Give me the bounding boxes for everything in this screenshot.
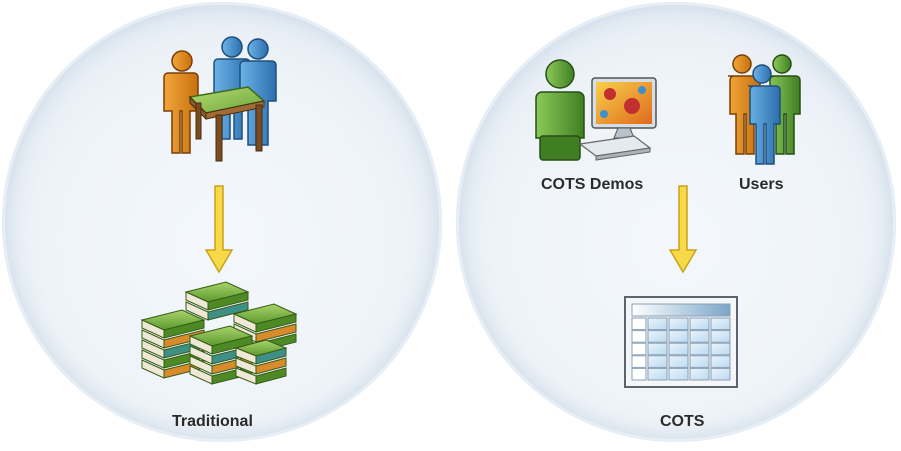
row-number-cell bbox=[631, 367, 647, 381]
table-cell bbox=[647, 342, 668, 356]
down-arrow-icon bbox=[204, 185, 234, 274]
table-cell bbox=[710, 330, 731, 343]
users-label: Users bbox=[739, 176, 784, 193]
table-cell bbox=[689, 317, 710, 331]
table-cell bbox=[668, 367, 689, 381]
row-number-cell bbox=[631, 317, 647, 331]
table-cell bbox=[668, 330, 689, 343]
cots-demos-label: COTS Demos bbox=[541, 176, 644, 193]
meeting-table-icon bbox=[163, 36, 277, 162]
table-cell bbox=[689, 330, 710, 343]
cots-caption: COTS bbox=[660, 413, 705, 430]
table-cell bbox=[647, 317, 668, 331]
row-number-cell bbox=[631, 330, 647, 343]
table-cell bbox=[689, 355, 710, 368]
table-cell bbox=[647, 330, 668, 343]
table-cell bbox=[710, 317, 731, 331]
traditional-caption: Traditional bbox=[172, 413, 253, 430]
users-group-icon bbox=[728, 54, 801, 165]
table-cell bbox=[689, 367, 710, 381]
table-cell bbox=[668, 317, 689, 331]
table-cell bbox=[668, 355, 689, 368]
table-cell bbox=[710, 367, 731, 381]
row-number-cell bbox=[631, 342, 647, 356]
table-cell bbox=[647, 355, 668, 368]
row-number-cell bbox=[631, 355, 647, 368]
table-cell bbox=[710, 355, 731, 368]
books-stack-icon bbox=[140, 281, 298, 385]
table-cell bbox=[647, 367, 668, 381]
down-arrow-icon bbox=[668, 185, 698, 274]
computer-user-icon bbox=[535, 59, 657, 161]
table-cell bbox=[668, 342, 689, 356]
table-grid-icon: 12345 bbox=[624, 296, 738, 388]
table-cell bbox=[710, 342, 731, 356]
table-cell bbox=[689, 342, 710, 356]
